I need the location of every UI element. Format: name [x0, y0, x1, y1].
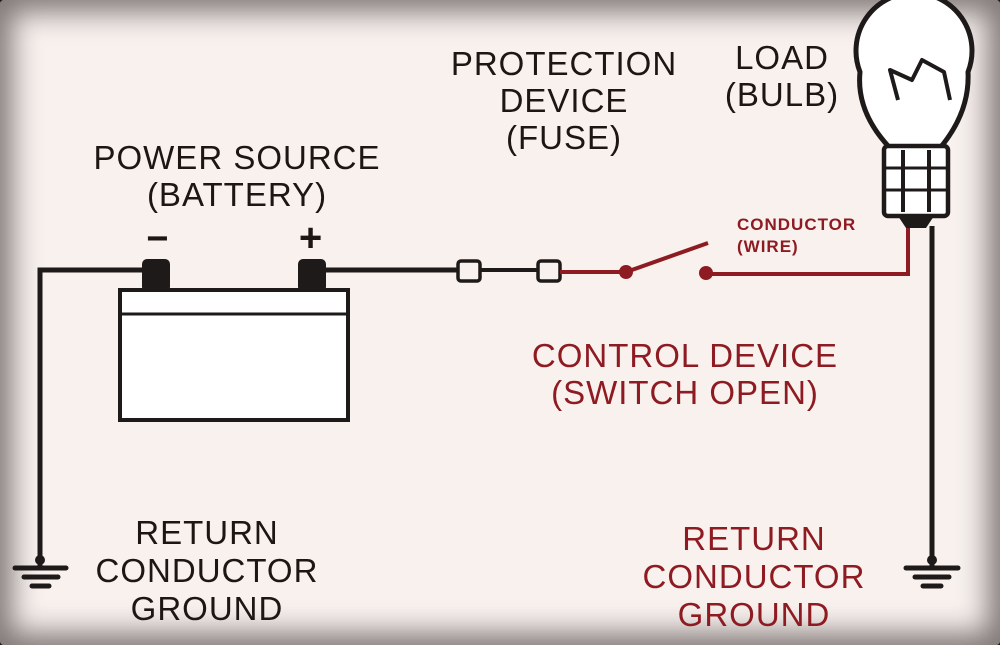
open-switch — [619, 241, 713, 280]
conductor-line2: (WIRE) — [737, 237, 799, 257]
battery-negative-terminal — [142, 259, 170, 292]
control-line1: CONTROL DEVICE — [531, 337, 839, 374]
left-ground-symbol — [12, 565, 69, 589]
right-ground-symbol — [903, 565, 961, 589]
return-ground-left-label: RETURN CONDUCTOR GROUND — [92, 514, 322, 628]
battery-positive-terminal — [298, 259, 326, 292]
return-left-line1: RETURN — [135, 514, 279, 551]
left-ground-node — [35, 555, 45, 565]
protection-line1: PROTECTION — [450, 45, 678, 82]
load-line2: (BULB) — [724, 75, 840, 113]
load-line1: LOAD — [735, 39, 829, 76]
return-right-line3: GROUND — [677, 595, 831, 633]
control-device-label: CONTROL DEVICE (SWITCH OPEN) — [524, 337, 846, 412]
protection-device-label: PROTECTION DEVICE (FUSE) — [448, 45, 680, 157]
return-left-line3: GROUND — [130, 589, 284, 627]
return-ground-right-label: RETURN CONDUCTOR GROUND — [638, 520, 870, 634]
return-right-line2: CONDUCTOR — [642, 557, 866, 595]
right-ground-node — [927, 555, 937, 565]
battery — [118, 259, 350, 422]
power-source-line1: POWER SOURCE — [93, 139, 381, 176]
power-source-label: POWER SOURCE (BATTERY) — [92, 139, 382, 214]
load-label: LOAD (BULB) — [716, 39, 848, 114]
protection-line3: (FUSE) — [506, 118, 622, 156]
conductor-label: CONDUCTOR (WIRE) — [737, 214, 877, 258]
left-return-wire — [37, 267, 145, 568]
protection-line2: DEVICE — [499, 81, 629, 119]
bulb-filament — [888, 58, 952, 101]
negative-sign: − — [146, 218, 170, 260]
conductor-wire — [706, 224, 910, 276]
power-source-line2: (BATTERY) — [146, 175, 328, 213]
fuse — [456, 259, 562, 283]
conductor-line1: CONDUCTOR — [737, 215, 857, 234]
return-right-line1: RETURN — [682, 520, 826, 557]
bulb — [853, 0, 975, 228]
control-line2: (SWITCH OPEN) — [551, 373, 819, 411]
positive-sign: + — [298, 216, 324, 260]
return-left-line2: CONDUCTOR — [95, 551, 319, 589]
